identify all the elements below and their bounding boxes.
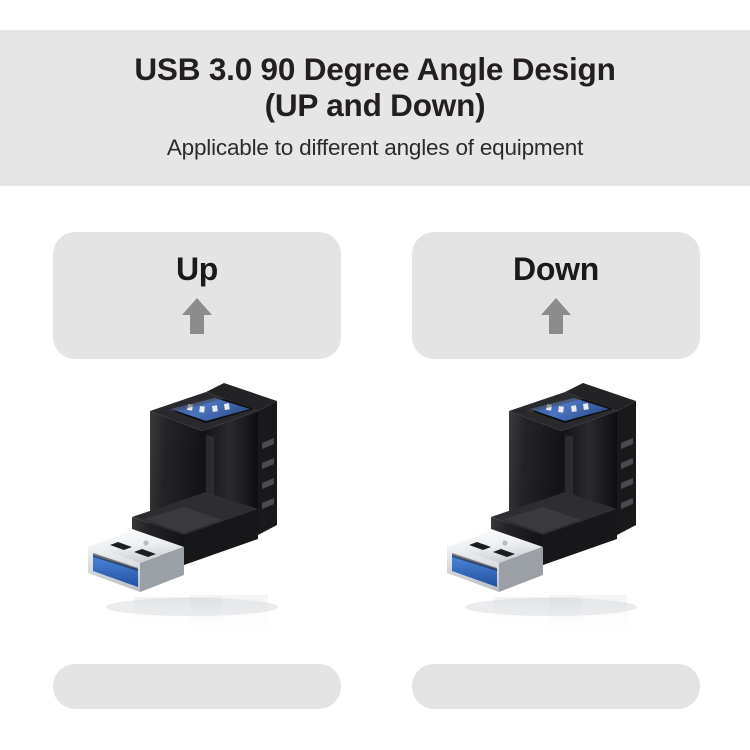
usb-plug-cutouts (469, 542, 515, 557)
usb-a-male-plug (447, 529, 543, 592)
product-card-down: Down (412, 232, 700, 709)
grip-ridges (621, 438, 633, 509)
page-title-line-2: (UP and Down) (264, 87, 486, 123)
usb-adapter-illustration (88, 383, 278, 639)
product-stage-down (412, 359, 700, 664)
card-footer-down (412, 664, 700, 709)
card-footer-up (53, 664, 341, 709)
product-reflection (106, 595, 278, 639)
page-title-line-1: USB 3.0 90 Degree Angle Design (134, 51, 616, 87)
product-reflection (465, 595, 637, 639)
grip-ridges (262, 438, 274, 509)
card-header-up: Up (53, 232, 341, 359)
usb-plug-cutouts (110, 542, 156, 557)
arrow-up-icon (539, 288, 573, 336)
page-subtitle: Applicable to different angles of equipm… (166, 135, 584, 160)
card-title-up: Up (175, 251, 219, 287)
card-header-down: Down (412, 232, 700, 359)
usb-a-male-plug (88, 529, 184, 592)
product-image-up (72, 359, 322, 664)
header-band: USB 3.0 90 Degree Angle Design (UP and D… (0, 30, 750, 186)
usb-adapter-illustration (447, 383, 637, 639)
page-title: USB 3.0 90 Degree Angle Design (UP and D… (0, 30, 750, 123)
card-title-down: Down (513, 251, 599, 287)
arrow-up-icon (180, 288, 214, 336)
product-stage-up (53, 359, 341, 664)
product-image-down (431, 359, 681, 664)
product-card-up: Up (53, 232, 341, 709)
